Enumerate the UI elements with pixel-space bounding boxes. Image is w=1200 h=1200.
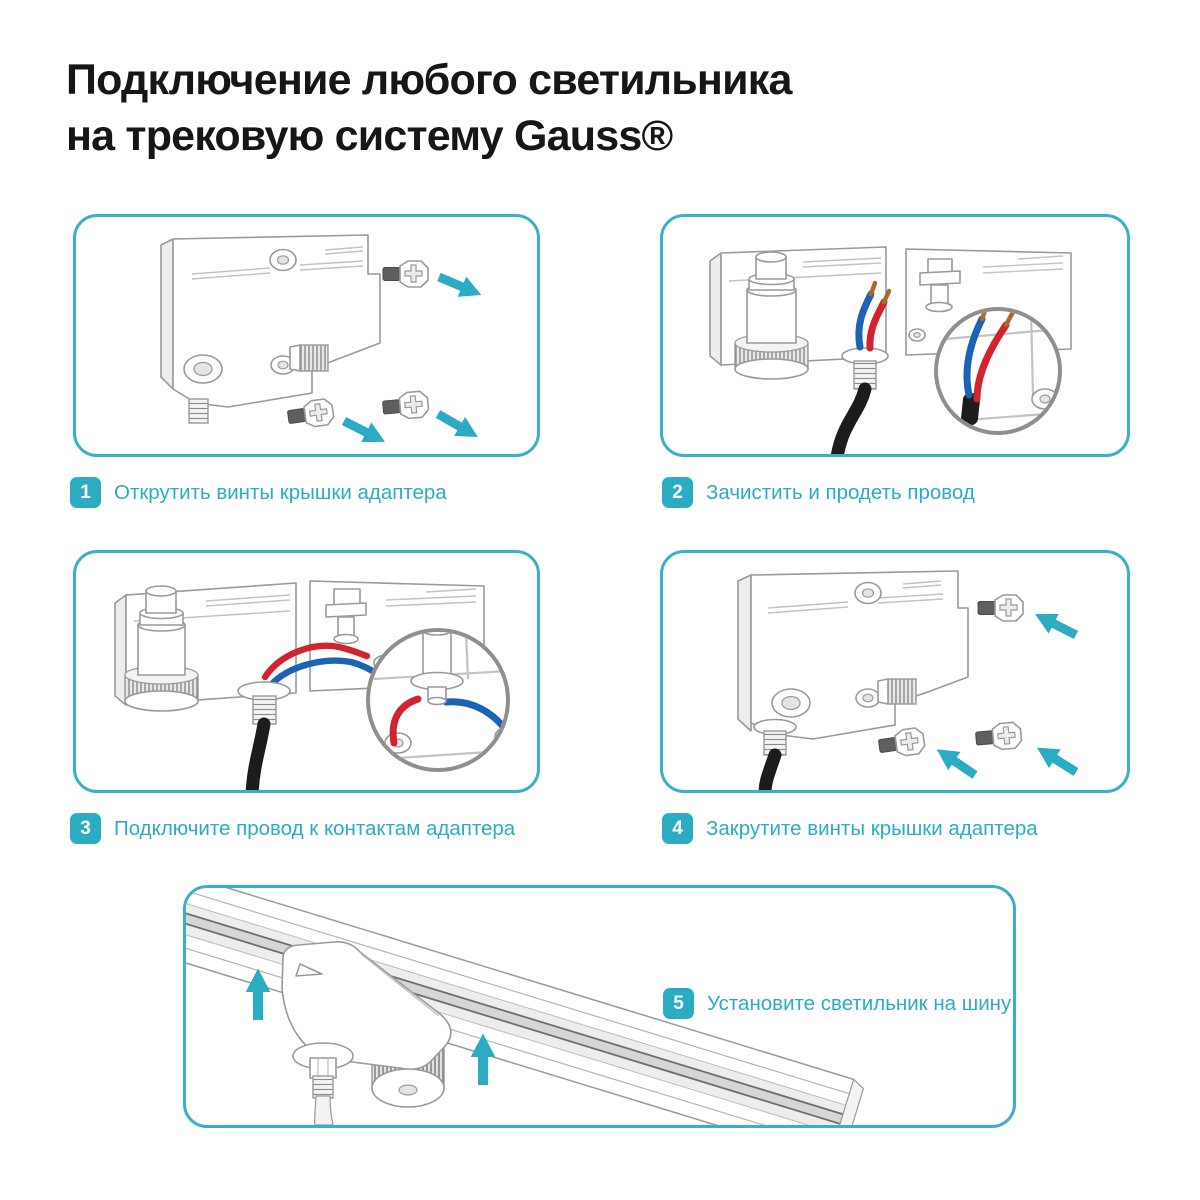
step-label-2: Зачистить и продеть провод xyxy=(706,480,975,504)
arrow-up-icon xyxy=(245,968,271,1020)
panel-step-2 xyxy=(660,214,1130,457)
screw-icon xyxy=(974,720,1023,753)
magnified-contact-connection xyxy=(373,632,506,761)
adapter-on-track xyxy=(281,941,452,1125)
screw-icon xyxy=(977,594,1024,622)
step-number-badge-4: 4 xyxy=(662,813,693,844)
step-number-badge-2: 2 xyxy=(662,477,693,508)
arrow-up-icon xyxy=(470,1033,496,1085)
screw-icon xyxy=(382,260,429,288)
step-label-5: Установите светильник на шину xyxy=(707,991,1012,1015)
adapter-body xyxy=(737,570,969,790)
cable-and-wires xyxy=(237,642,383,790)
step-number-badge-5: 5 xyxy=(663,988,694,1019)
step-label-1: Открутить винты крышки адаптера xyxy=(114,480,447,504)
step-number-badge-1: 1 xyxy=(70,477,101,508)
arrow-in-icon xyxy=(1031,738,1082,782)
step-caption-3: 3 Подключите провод к контактам адаптера xyxy=(70,813,515,844)
panel-step-4 xyxy=(660,550,1130,793)
illustration-connect-wires xyxy=(114,580,510,790)
illustration-mount-on-rail xyxy=(186,888,865,1125)
fixture-stem xyxy=(313,1095,334,1125)
illustration-unscrew-cover xyxy=(160,234,486,452)
screw-icon xyxy=(876,726,927,760)
adapter-body xyxy=(160,234,381,424)
arrow-out-icon xyxy=(434,266,486,306)
screw-icon xyxy=(285,397,336,431)
step-caption-2: 2 Зачистить и продеть провод xyxy=(662,477,975,508)
panel-step-3 xyxy=(73,550,540,793)
step-label-4: Закрутите винты крышки адаптера xyxy=(706,816,1038,840)
page-title: Подключение любого светильника на трекову… xyxy=(66,52,792,164)
arrow-out-icon xyxy=(339,411,390,452)
step-caption-4: 4 Закрутите винты крышки адаптера xyxy=(662,813,1038,844)
threaded-stud xyxy=(188,398,209,424)
magnified-stripped-wires xyxy=(944,311,1058,426)
step-caption-5: 5 Установите светильник на шину xyxy=(663,988,1011,1019)
illustration-tighten-cover xyxy=(737,570,1082,790)
step-caption-1: 1 Открутить винты крышки адаптера xyxy=(70,477,447,508)
magnifier-circle xyxy=(934,307,1062,435)
title-line-1: Подключение любого светильника xyxy=(66,56,792,104)
knurled-connector xyxy=(887,678,917,705)
panel-step-1 xyxy=(73,214,540,457)
title-line-2: на трековую систему Gauss® xyxy=(66,112,673,160)
cable-and-wires xyxy=(830,280,892,454)
step-label-3: Подключите провод к контактам адаптера xyxy=(114,816,516,840)
panel-step-5: 5 Установите светильник на шину xyxy=(183,885,1016,1128)
illustration-thread-wire xyxy=(709,246,1072,454)
step-number-badge-3: 3 xyxy=(70,813,101,844)
arrow-out-icon xyxy=(432,404,484,447)
screw-icon xyxy=(381,389,430,422)
arrow-in-icon xyxy=(1030,604,1081,645)
knurled-connector xyxy=(299,344,329,372)
arrow-in-icon xyxy=(930,740,982,785)
